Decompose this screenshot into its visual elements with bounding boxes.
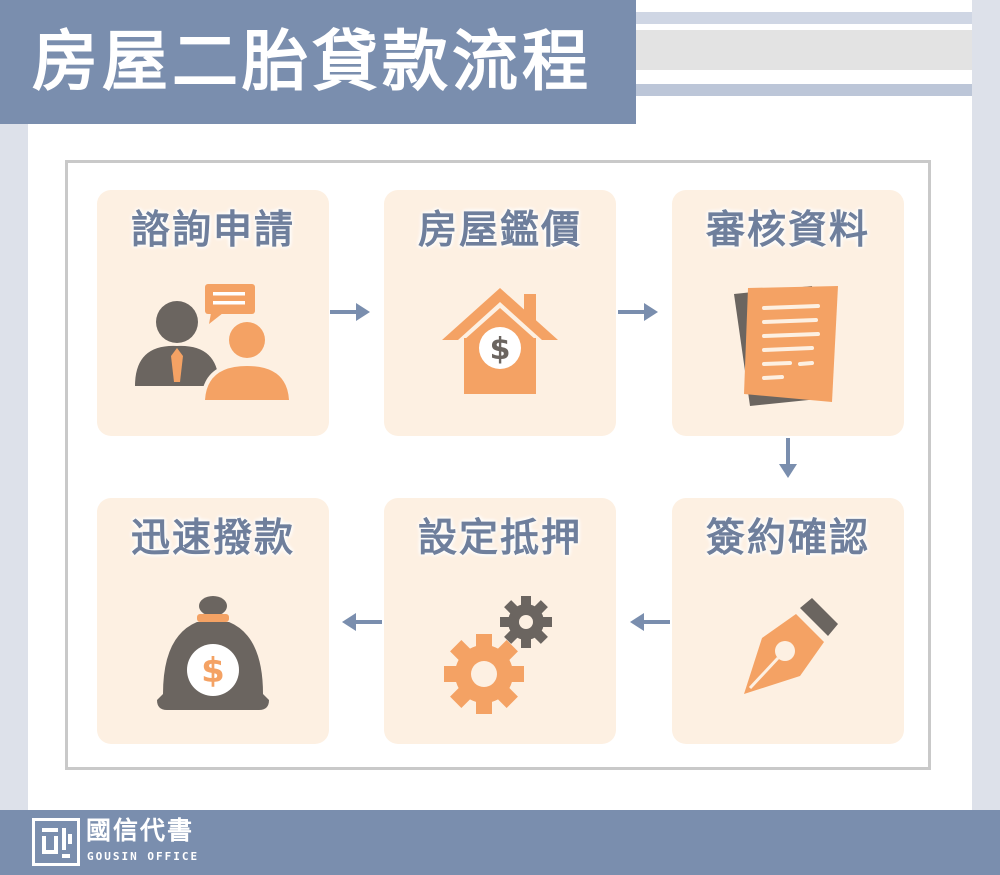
process-frame bbox=[65, 160, 931, 770]
page-title: 房屋二胎貸款流程 bbox=[32, 23, 592, 100]
step-card-disbursement: 迅速撥款 $ bbox=[97, 498, 329, 744]
step-card-signing: 簽約確認 bbox=[672, 498, 904, 744]
step-label: 簽約確認 bbox=[705, 516, 870, 561]
footer-bar: 國信代書 GOUSIN OFFICE bbox=[0, 810, 1000, 875]
svg-text:$: $ bbox=[490, 332, 511, 367]
money-bag-icon: $ bbox=[157, 596, 269, 710]
arrow-right-icon bbox=[330, 303, 370, 321]
title-banner: 房屋二胎貸款流程 bbox=[0, 0, 636, 124]
svg-text:$: $ bbox=[201, 651, 225, 691]
step-label: 迅速撥款 bbox=[130, 516, 295, 561]
documents-icon bbox=[734, 286, 838, 406]
arrow-right-icon bbox=[618, 303, 658, 321]
brand-name: 國信代書 bbox=[86, 816, 195, 845]
step-card-consultation: 諮詢申請 bbox=[97, 190, 329, 436]
gears-icon bbox=[444, 596, 552, 714]
arrow-down-icon bbox=[779, 438, 797, 478]
step-label: 設定抵押 bbox=[417, 516, 582, 561]
arrow-left-icon bbox=[630, 613, 670, 631]
step-label: 諮詢申請 bbox=[130, 208, 295, 253]
step-label: 房屋鑑價 bbox=[417, 208, 582, 253]
header-stripe bbox=[636, 84, 972, 96]
house-dollar-icon: $ bbox=[442, 288, 558, 394]
step-card-mortgage: 設定抵押 bbox=[384, 498, 616, 744]
consultation-icon bbox=[135, 284, 293, 400]
step-label: 審核資料 bbox=[705, 208, 870, 253]
header-stripe bbox=[636, 12, 972, 24]
header-stripe bbox=[636, 30, 972, 70]
brand-logo-icon bbox=[32, 818, 80, 866]
brand-name-english: GOUSIN OFFICE bbox=[87, 850, 200, 863]
step-card-appraisal: 房屋鑑價 $ bbox=[384, 190, 616, 436]
arrow-left-icon bbox=[342, 613, 382, 631]
pen-nib-icon bbox=[744, 598, 838, 694]
step-card-review: 審核資料 bbox=[672, 190, 904, 436]
